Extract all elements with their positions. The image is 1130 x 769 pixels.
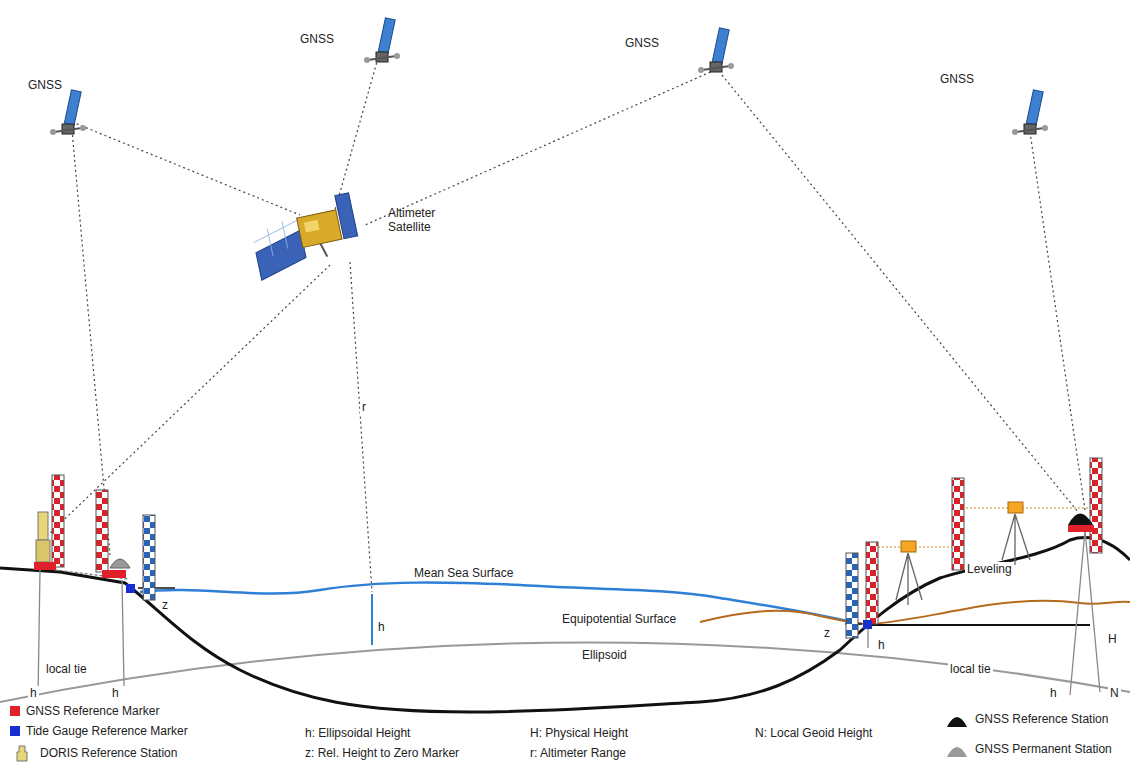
diagram-label: h xyxy=(110,686,121,700)
legend-item: Tide Gauge Reference Marker xyxy=(10,724,188,738)
legend-text: Tide Gauge Reference Marker xyxy=(26,724,188,738)
legend-text: GNSS Permanent Station xyxy=(975,742,1112,756)
diagram-label: Ellipsoid xyxy=(580,648,629,662)
diagram-label: GNSS xyxy=(940,72,974,86)
diagram-label: GNSS xyxy=(28,78,62,92)
legend-text: GNSS Reference Marker xyxy=(26,704,159,718)
diagram-label: h xyxy=(1048,686,1059,700)
symbol-note: h: Ellipsoidal Height xyxy=(305,726,410,740)
symbol-note: N: Local Geoid Height xyxy=(755,726,872,740)
diagram-label: local tie xyxy=(44,662,89,676)
legend-text: DORIS Reference Station xyxy=(40,746,177,760)
symbol-note: H: Physical Height xyxy=(530,726,628,740)
diagram-label: Leveling xyxy=(965,562,1014,576)
legend-icon xyxy=(10,744,34,762)
diagram-label: h xyxy=(378,620,385,634)
legend-item: GNSS Reference Station xyxy=(945,710,1108,728)
diagram-label: GNSS xyxy=(625,36,659,50)
diagram-label: GNSS xyxy=(300,32,334,46)
symbol-note: r: Altimeter Range xyxy=(530,746,626,760)
diagram-label: r xyxy=(360,400,368,414)
diagram-label: H xyxy=(1106,632,1119,646)
diagram-label: h xyxy=(876,638,887,652)
legend-icon xyxy=(945,740,969,758)
diagram-label: h xyxy=(28,686,39,700)
legend-swatch xyxy=(10,706,20,716)
symbol-note: z: Rel. Height to Zero Marker xyxy=(305,746,459,760)
legend-text: GNSS Reference Station xyxy=(975,712,1108,726)
legend-icon xyxy=(945,710,969,728)
diagram-label: z xyxy=(824,626,830,640)
legend-item: GNSS Permanent Station xyxy=(945,740,1112,758)
legend-item: GNSS Reference Marker xyxy=(10,704,159,718)
legend-swatch xyxy=(10,726,20,736)
legend-item: DORIS Reference Station xyxy=(10,744,177,762)
diagram-label: N xyxy=(1108,686,1121,700)
diagram-label: Mean Sea Surface xyxy=(412,566,515,580)
diagram-label: z xyxy=(162,598,168,612)
diagram-label: Altimeter Satellite xyxy=(388,206,458,234)
diagram-label: local tie xyxy=(948,662,993,676)
diagram-label: Equipotential Surface xyxy=(560,612,678,626)
